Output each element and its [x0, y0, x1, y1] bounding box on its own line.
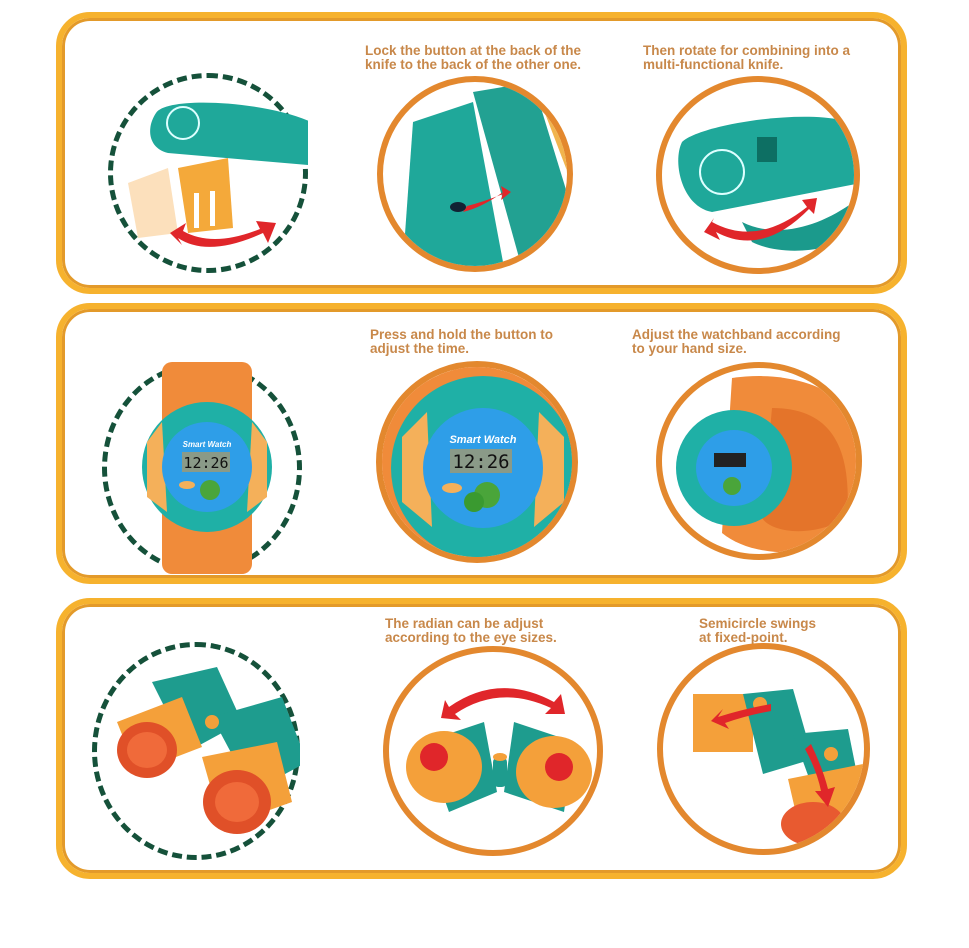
- watch-brand-label: Smart Watch: [449, 434, 516, 446]
- watch-step1-image: Smart Watch 12:26: [102, 362, 302, 574]
- binoculars-step2-image: [383, 646, 603, 856]
- fork-icon: [128, 168, 178, 238]
- lock-arrow-icon: [463, 186, 511, 212]
- watch-time-display: 12:26: [183, 454, 228, 472]
- watch-step3-caption: Adjust the watchband according to your h…: [632, 327, 841, 356]
- swing-arrow-icon: [711, 704, 771, 729]
- knife-step1-image: [108, 73, 308, 273]
- rotate-arrow-icon: [704, 198, 817, 241]
- watch-step3-image: [656, 362, 862, 560]
- binoculars-step2-caption: The radian can be adjust according to th…: [385, 616, 557, 645]
- watch-step2-image: Smart Watch 12:26: [376, 361, 578, 563]
- knife-step2-caption: Lock the button at the back of the knife…: [365, 43, 582, 72]
- swing-arrow-icon: [805, 744, 835, 807]
- fork-icon: [178, 158, 233, 233]
- knife-step2-image: [377, 76, 573, 272]
- adjust-arrow-icon: [441, 688, 565, 720]
- knife-step3-image: [656, 76, 860, 274]
- watch-brand-label: Smart Watch: [183, 440, 232, 449]
- watch-step2-caption: Press and hold the button to adjust the …: [370, 327, 553, 356]
- watch-time-display: 12:26: [452, 451, 509, 473]
- binoculars-step3-image: [657, 643, 870, 855]
- binoculars-step3-caption: Semicircle swings at fixed-point.: [699, 616, 817, 645]
- binoculars-step1-image: [92, 642, 300, 860]
- rotate-arrow-icon: [170, 221, 276, 247]
- knife-step3-caption: Then rotate for combining into a multi-f…: [643, 43, 850, 72]
- knife-body-icon: [150, 102, 308, 165]
